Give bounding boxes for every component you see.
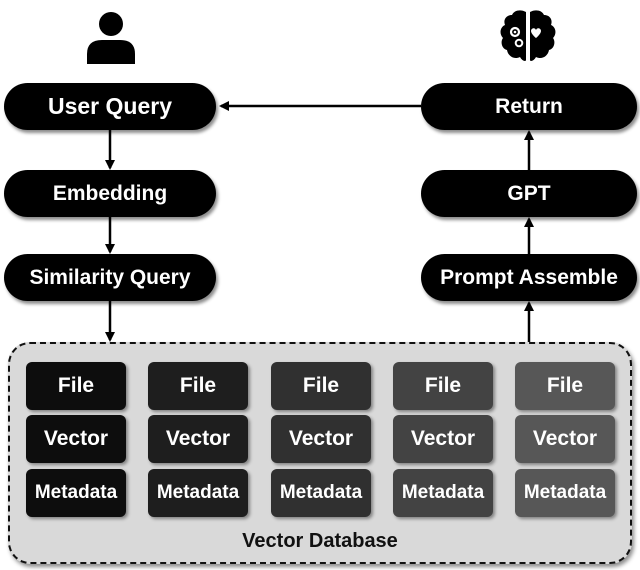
file-cell: File — [393, 362, 493, 410]
gpt-label: GPT — [507, 181, 551, 205]
prompt-assemble-label: Prompt Assemble — [440, 265, 618, 289]
metadata-cell: Metadata — [26, 469, 126, 517]
metadata-cell: Metadata — [148, 469, 248, 517]
user-query-label: User Query — [47, 93, 172, 119]
user-query-node: User Query — [4, 83, 216, 130]
file-cell: File — [515, 362, 615, 410]
metadata-cell: Metadata — [393, 469, 493, 517]
prompt-assemble-node: Prompt Assemble — [421, 254, 637, 301]
gpt-node: GPT — [421, 170, 637, 217]
similarity-query-label: Similarity Query — [29, 265, 191, 289]
return-label: Return — [495, 94, 563, 118]
vector-cell: Vector — [271, 415, 371, 463]
embedding-label: Embedding — [52, 181, 168, 205]
vector-cell: Vector — [26, 415, 126, 463]
file-cell: File — [148, 362, 248, 410]
user-icon — [87, 12, 135, 64]
return-node: Return — [421, 83, 637, 130]
brain-icon — [500, 10, 556, 61]
metadata-cell: Metadata — [271, 469, 371, 517]
vector-cell: Vector — [515, 415, 615, 463]
embedding-node: Embedding — [4, 170, 216, 217]
vector-cell: Vector — [148, 415, 248, 463]
metadata-cell: Metadata — [515, 469, 615, 517]
vector-cell: Vector — [393, 415, 493, 463]
vector-database-label: Vector Database — [242, 530, 398, 552]
similarity-query-node: Similarity Query — [4, 254, 216, 301]
file-cell: File — [271, 362, 371, 410]
file-cell: File — [26, 362, 126, 410]
